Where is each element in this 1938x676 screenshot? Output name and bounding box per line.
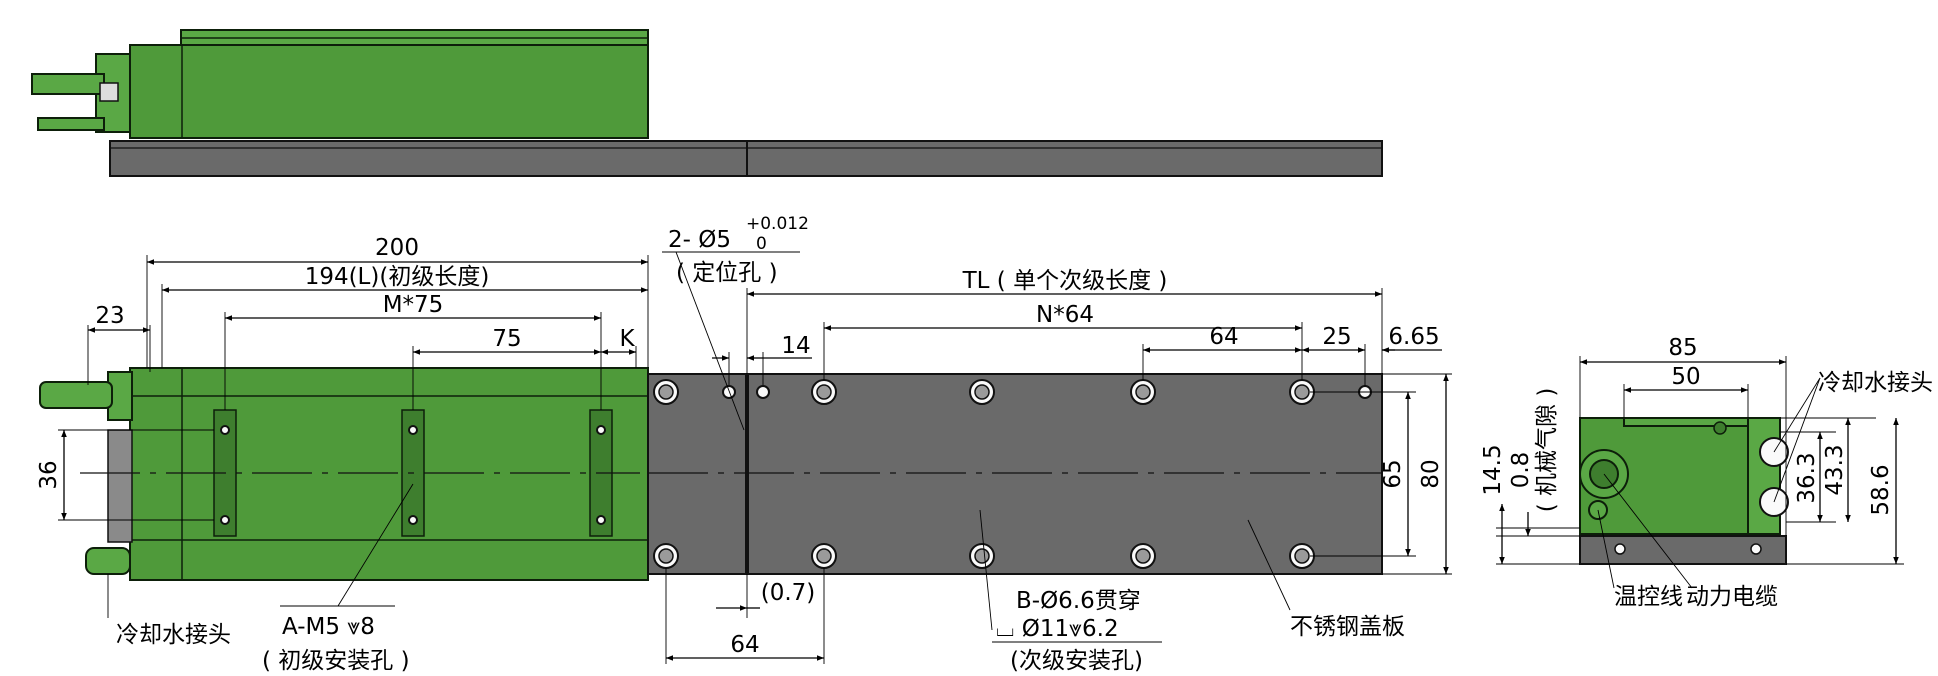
locating-holes — [722, 385, 1372, 399]
plan-motor-body — [129, 367, 649, 581]
note-temp-wire: 温控线 — [1614, 584, 1683, 610]
locating-hole-label: ( 定位孔 ) — [676, 260, 778, 286]
dim-85: 85 — [1668, 335, 1697, 361]
side-view — [31, 29, 1383, 177]
dim-665: 6.65 — [1388, 324, 1439, 350]
secondary-plate-right — [746, 373, 1383, 575]
dim-25: 25 — [1322, 324, 1351, 350]
tol-plus: +0.012 — [746, 214, 809, 234]
end-dimensions: 85 50 14.5 0.8 ( 机械气隙 ) 36.3 43.3 58.6 — [1480, 335, 1904, 565]
motor-notes: 冷却水接头 A-M5 ⩔8 ( 初级安装孔 ) — [107, 483, 414, 674]
dim-23: 23 — [95, 303, 124, 329]
dim-363: 36.3 — [1794, 452, 1820, 503]
dim-200: 200 — [375, 235, 419, 261]
dim-14: 14 — [781, 333, 810, 359]
note-b-sub: (次级安装孔) — [1010, 648, 1143, 674]
dim-433: 43.3 — [1822, 444, 1848, 495]
dim-2phi5: 2- Ø5 — [668, 227, 731, 253]
side-motor-body — [129, 44, 649, 139]
dim-m75: M*75 — [383, 292, 444, 318]
note-primary-hole-sub: ( 初级安装孔 ) — [262, 648, 410, 674]
secondary-dimensions: 2- Ø5 +0.012 0 ( 定位孔 ) TL ( 单个次级长度 ) 14 … — [662, 214, 1452, 664]
dim-64-bottom: 64 — [730, 632, 759, 658]
dim-50: 50 — [1671, 364, 1700, 390]
dim-80: 80 — [1418, 459, 1444, 488]
note-primary-hole: A-M5 ⩔8 — [282, 614, 375, 640]
dim-36: 36 — [36, 460, 62, 489]
note-cooling-left: 冷却水接头 — [116, 622, 231, 648]
dim-k: K — [619, 326, 635, 352]
dim-08: 0.8 — [1508, 452, 1534, 489]
dim-n64: N*64 — [1036, 302, 1094, 328]
motor-dimensions: 200 194(L)(初级长度) 23 M*75 75 K 36 — [36, 235, 649, 521]
note-b-cbore: ⌴ Ø11⩔6.2 — [996, 616, 1119, 642]
dim-145: 14.5 — [1480, 444, 1506, 495]
dim-586: 58.6 — [1868, 464, 1894, 515]
plan-secondary — [647, 373, 1383, 575]
dim-64-top: 64 — [1209, 324, 1238, 350]
end-notes: 冷却水接头 温控线 动力电缆 — [1597, 370, 1933, 610]
tol-zero: 0 — [756, 234, 767, 254]
note-power-cable: 动力电缆 — [1686, 584, 1778, 610]
note-cover: 不锈钢盖板 — [1290, 614, 1405, 640]
dim-tl: TL ( 单个次级长度 ) — [962, 268, 1168, 294]
dim-75: 75 — [492, 326, 521, 352]
dim-07: (0.7) — [761, 580, 816, 606]
note-cooling-right: 冷却水接头 — [1818, 370, 1933, 396]
dim-65: 65 — [1380, 459, 1406, 488]
plan-motor — [39, 367, 649, 581]
dim-194: 194(L)(初级长度) — [305, 264, 490, 290]
note-b-hole: B-Ø6.6贯穿 — [1016, 588, 1141, 614]
secondary-notes: B-Ø6.6贯穿 ⌴ Ø11⩔6.2 (次级安装孔) 不锈钢盖板 — [979, 509, 1405, 674]
gap-label: ( 机械气隙 ) — [1534, 388, 1560, 513]
end-view — [1579, 417, 1789, 565]
